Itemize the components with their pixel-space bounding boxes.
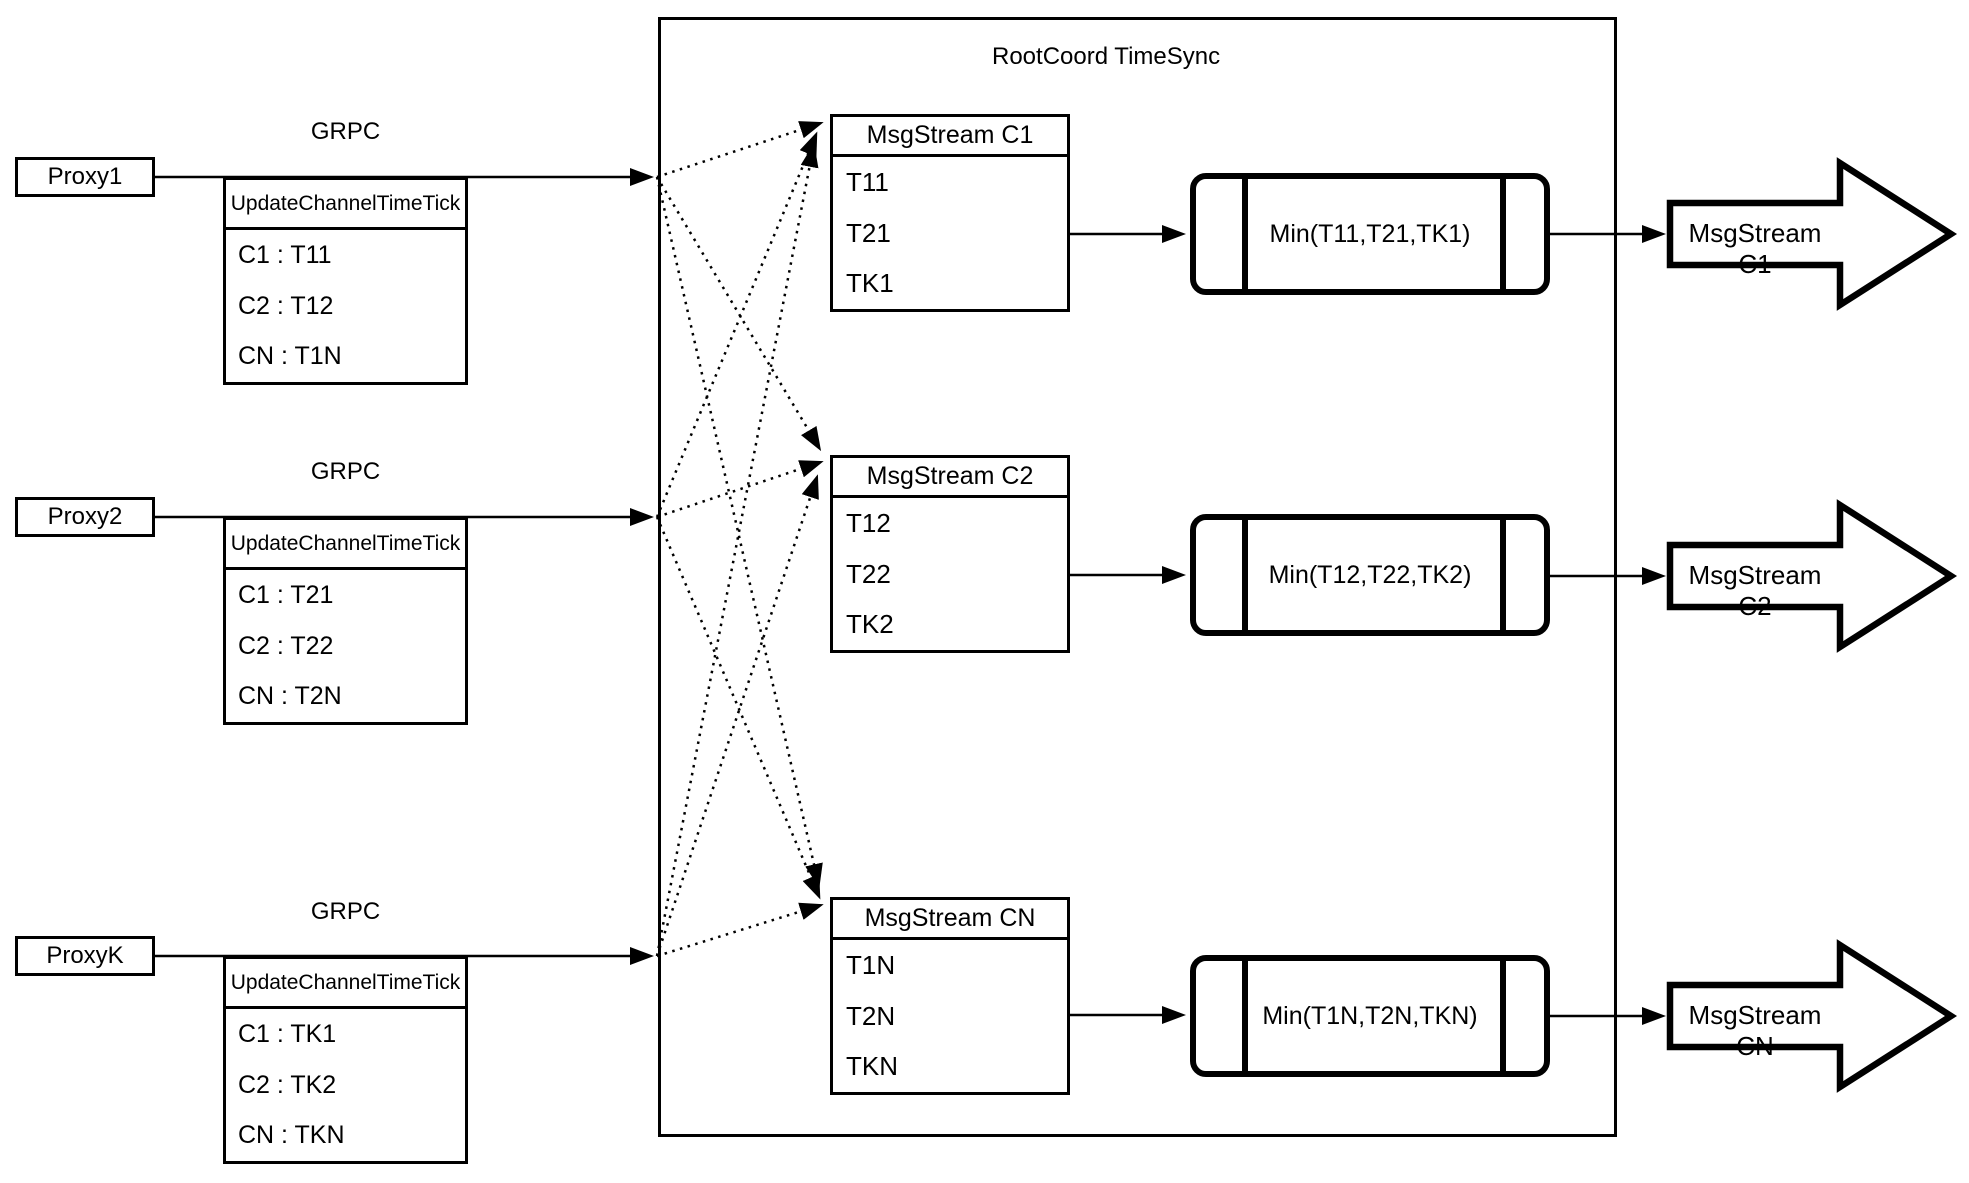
table1-row-c2: C2 : T12	[238, 291, 334, 320]
arrow-proxyk-c1	[655, 143, 819, 957]
table3-row-c2: C2 : TK2	[238, 1070, 337, 1099]
table3-header: UpdateChannelTimeTick	[226, 959, 465, 1009]
update-channel-timetick-table-1: UpdateChannelTimeTick C1 : T11 C2 : T12 …	[223, 177, 468, 385]
arrow-proxyk-c2	[655, 474, 819, 957]
min-node-c2-label: Min(T12,T22,TK2)	[1268, 560, 1472, 589]
msgstream-cn-value-2: T2N	[846, 1000, 896, 1031]
proxy2-label: Proxy2	[47, 503, 123, 530]
output-block-arrow-c2	[1666, 499, 1958, 653]
msgstream-c1-value-2: T21	[846, 217, 891, 248]
msgstream-c2-value-2: T22	[846, 558, 891, 589]
min-node-cn: Min(T1N,T2N,TKN)	[1190, 955, 1550, 1077]
min-node-c2-right-bar	[1500, 520, 1506, 630]
msgstream-c1-value-3: TK1	[846, 268, 894, 299]
min-node-c2: Min(T12,T22,TK2)	[1190, 514, 1550, 636]
arrow-proxy1-cn	[655, 176, 823, 888]
msgstream-cn-box: MsgStream CN T1N T2N TKN	[830, 897, 1070, 1095]
min-node-c2-left-bar	[1242, 520, 1248, 630]
table3-row-cn: CN : TKN	[238, 1121, 345, 1150]
table2-row-c1: C1 : T21	[238, 580, 334, 609]
proxy1-label: Proxy1	[47, 163, 123, 190]
table2-row-cn: CN : T2N	[238, 682, 342, 711]
msgstream-c2-value-1: T12	[846, 507, 891, 538]
min-node-c1: Min(T11,T21,TK1)	[1190, 173, 1550, 295]
msgstream-c2-value-3: TK2	[846, 609, 894, 640]
output-label-c1: MsgStream C1	[1688, 218, 1822, 279]
msgstream-c1-box: MsgStream C1 T11 T21 TK1	[830, 114, 1070, 312]
msgstream-cn-value-1: T1N	[846, 949, 896, 980]
table2-row-c2: C2 : T22	[238, 631, 334, 660]
proxyk-label: ProxyK	[46, 942, 124, 969]
msgstream-c2-box: MsgStream C2 T12 T22 TK2	[830, 455, 1070, 653]
table1-row-c1: C1 : T11	[238, 240, 332, 269]
msgstream-c1-value-1: T11	[846, 166, 889, 197]
proxy1-box: Proxy1	[15, 157, 155, 197]
grpc-label-2: GRPC	[310, 458, 381, 485]
proxy2-box: Proxy2	[15, 497, 155, 537]
grpc-label-1: GRPC	[310, 118, 381, 145]
proxyk-box: ProxyK	[15, 936, 155, 976]
min-node-cn-left-bar	[1242, 961, 1248, 1071]
table1-header: UpdateChannelTimeTick	[226, 180, 465, 230]
min-node-cn-label: Min(T1N,T2N,TKN)	[1262, 1001, 1478, 1030]
table1-row-cn: CN : T1N	[238, 342, 342, 371]
table3-row-c1: C1 : TK1	[238, 1019, 337, 1048]
msgstream-c2-title: MsgStream C2	[833, 458, 1067, 498]
min-node-cn-right-bar	[1500, 961, 1506, 1071]
output-block-arrow-c1	[1666, 157, 1958, 311]
msgstream-cn-title: MsgStream CN	[833, 900, 1067, 940]
fanout-dotted-arrows	[655, 121, 824, 958]
msgstream-c1-title: MsgStream C1	[833, 117, 1067, 157]
min-node-c1-label: Min(T11,T21,TK1)	[1269, 219, 1471, 248]
update-channel-timetick-table-2: UpdateChannelTimeTick C1 : T21 C2 : T22 …	[223, 517, 468, 725]
output-label-cn: MsgStream CN	[1688, 1000, 1822, 1061]
min-node-c1-right-bar	[1500, 179, 1506, 289]
rootcoord-timesync-box	[658, 17, 1617, 1137]
min-node-c1-left-bar	[1242, 179, 1248, 289]
msgstream-cn-value-3: TKN	[846, 1051, 898, 1082]
rootcoord-timesync-title: RootCoord TimeSync	[992, 43, 1221, 70]
grpc-label-3: GRPC	[310, 898, 381, 925]
table2-header: UpdateChannelTimeTick	[226, 520, 465, 570]
output-block-arrow-cn	[1666, 939, 1958, 1093]
update-channel-timetick-table-3: UpdateChannelTimeTick C1 : TK1 C2 : TK2 …	[223, 956, 468, 1164]
output-label-c2: MsgStream C2	[1688, 560, 1822, 621]
